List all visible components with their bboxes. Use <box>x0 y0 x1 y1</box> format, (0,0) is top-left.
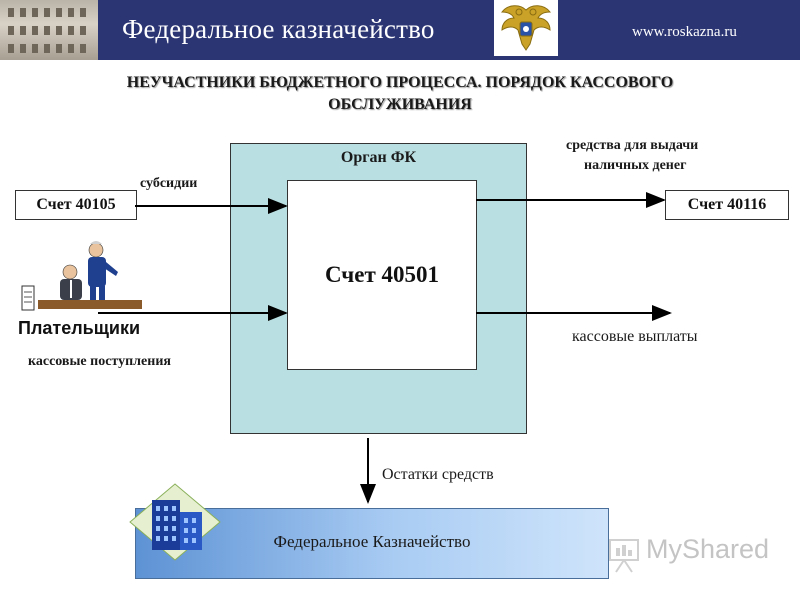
building-icon <box>129 483 221 561</box>
slide-title-line1: НЕУЧАСТНИКИ БЮДЖЕТНОГО ПРОЦЕССА. ПОРЯДОК… <box>126 74 674 91</box>
center-account-label: Счет 40501 <box>324 262 440 287</box>
payers-clipart-icon <box>21 241 142 311</box>
left-account-box: Счет 40105 <box>15 190 137 220</box>
cash-payments-label: кассовые выплаты <box>572 328 698 345</box>
slide-title-line2: ОБСЛУЖИВАНИЯ <box>328 96 472 113</box>
presentation-icon <box>609 539 639 573</box>
cash-receipts-label: кассовые поступления <box>28 354 171 369</box>
treasury-label: Федеральное Казначейство <box>273 532 471 551</box>
header-banner: Федеральное казначейство www.roskazna.ru <box>0 0 800 60</box>
cash-out-label-line1: средства для выдачи <box>566 138 699 153</box>
header-title: Федеральное казначейство <box>122 14 435 44</box>
center-account-box <box>287 180 477 370</box>
building-photo <box>0 0 98 60</box>
watermark-text: MyShared <box>646 534 770 564</box>
subsidies-label: субсидии <box>140 176 198 191</box>
header-url: www.roskazna.ru <box>632 24 737 40</box>
eagle-emblem-icon <box>494 0 558 56</box>
organ-fk-label: Орган ФК <box>340 149 417 166</box>
cash-out-label-line2: наличных денег <box>584 158 687 173</box>
slide-title: НЕУЧАСТНИКИ БЮДЖЕТНОГО ПРОЦЕССА. ПОРЯДОК… <box>30 72 770 116</box>
payers-label: Плательщики <box>18 318 141 338</box>
balances-label: Остатки средств <box>382 466 494 483</box>
